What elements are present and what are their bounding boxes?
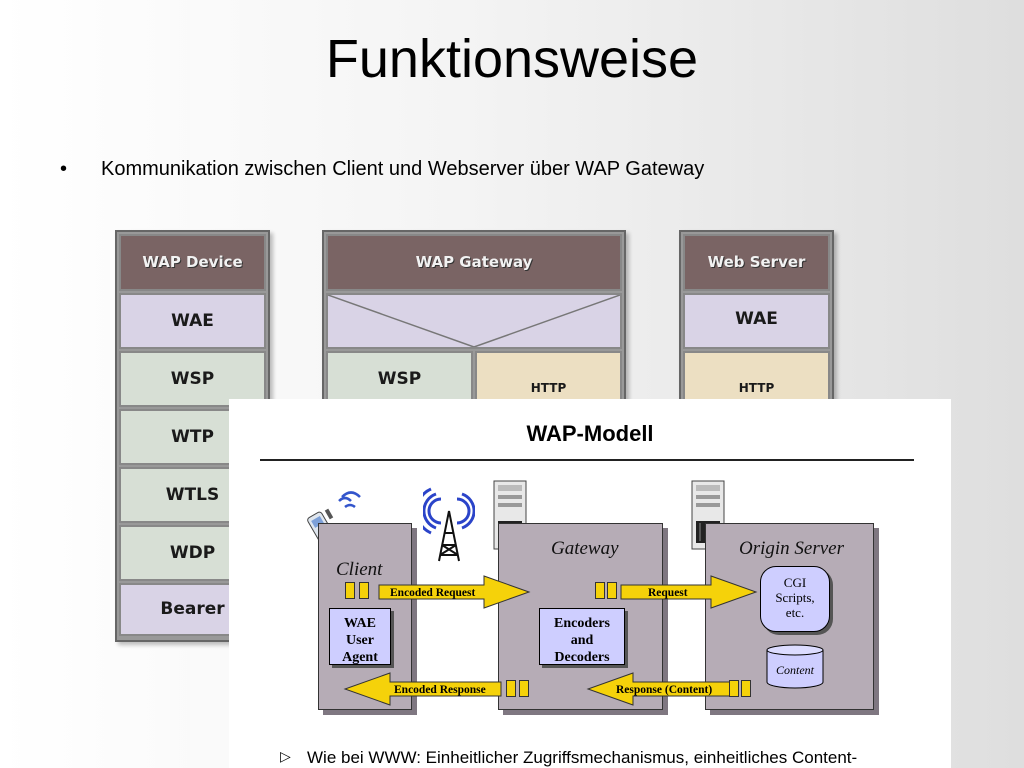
request-label: Request	[648, 587, 688, 599]
wap-device-header: WAP Device	[119, 234, 266, 291]
layer-wsp: WSP	[119, 351, 266, 407]
cgi-line: CGI	[783, 575, 807, 590]
encoders-line: Decoders	[554, 650, 610, 665]
wae-agent-line: User	[346, 633, 374, 648]
wap-model-figure: WAP-Modell Client Gateway Origin Server	[229, 399, 951, 768]
encoders-decoders-box: Encoders and Decoders	[539, 608, 625, 665]
packet-bar	[741, 680, 751, 697]
web-server-header: Web Server	[683, 234, 830, 291]
packet-bar	[729, 680, 739, 697]
packet-bar	[506, 680, 516, 697]
server-layer-wae: WAE	[683, 293, 830, 349]
cgi-line: Scripts,	[775, 590, 815, 605]
packet-bar	[345, 582, 355, 599]
wae-user-agent-box: WAE User Agent	[329, 608, 391, 665]
cgi-line: etc.	[785, 605, 805, 620]
packet-bar	[595, 582, 605, 599]
gateway-box	[498, 523, 663, 710]
wae-agent-line: Agent	[342, 650, 378, 665]
client-label: Client	[336, 559, 383, 580]
encoders-line: and	[570, 633, 594, 648]
page-title: Funktionsweise	[325, 29, 699, 89]
encoders-line: Encoders	[554, 616, 610, 631]
encoded-response-label: Encoded Response	[394, 684, 486, 696]
wap-gateway-stack: WAP Gateway WSP HTTP	[322, 230, 626, 409]
web-server-stack: Web Server WAE HTTP	[679, 230, 834, 409]
packet-bar	[359, 582, 369, 599]
response-content-label: Response (Content)	[616, 684, 713, 696]
translation-v-lines	[328, 295, 620, 347]
content-label: Content	[776, 663, 814, 677]
wap-gateway-header: WAP Gateway	[326, 234, 622, 291]
cgi-scripts-box: CGI Scripts, etc.	[760, 566, 830, 632]
packet-bar	[607, 582, 617, 599]
wap-model-title: WAP-Modell	[526, 421, 654, 446]
wae-agent-line: WAE	[344, 616, 376, 631]
server-layer-http: HTTP	[683, 351, 830, 407]
footer-text: Wie bei WWW: Einheitlicher Zugriffsmecha…	[307, 748, 858, 767]
bullet-text: Kommunikation zwischen Client und Webser…	[101, 158, 705, 180]
origin-server-label: Origin Server	[739, 538, 845, 559]
layer-wae: WAE	[119, 293, 266, 349]
title-rule	[260, 459, 914, 461]
encoded-request-label: Encoded Request	[390, 587, 476, 599]
gateway-translation-layer	[326, 293, 622, 349]
antenna-tower-icon	[423, 487, 475, 562]
bullet-marker: •	[60, 158, 68, 180]
footer-bullet-icon: ▷	[280, 748, 291, 764]
arrow-layer	[343, 575, 758, 706]
content-database-icon	[766, 644, 824, 689]
gateway-label: Gateway	[551, 538, 619, 559]
packet-bar	[519, 680, 529, 697]
gateway-layer-wsp: WSP	[326, 351, 473, 407]
